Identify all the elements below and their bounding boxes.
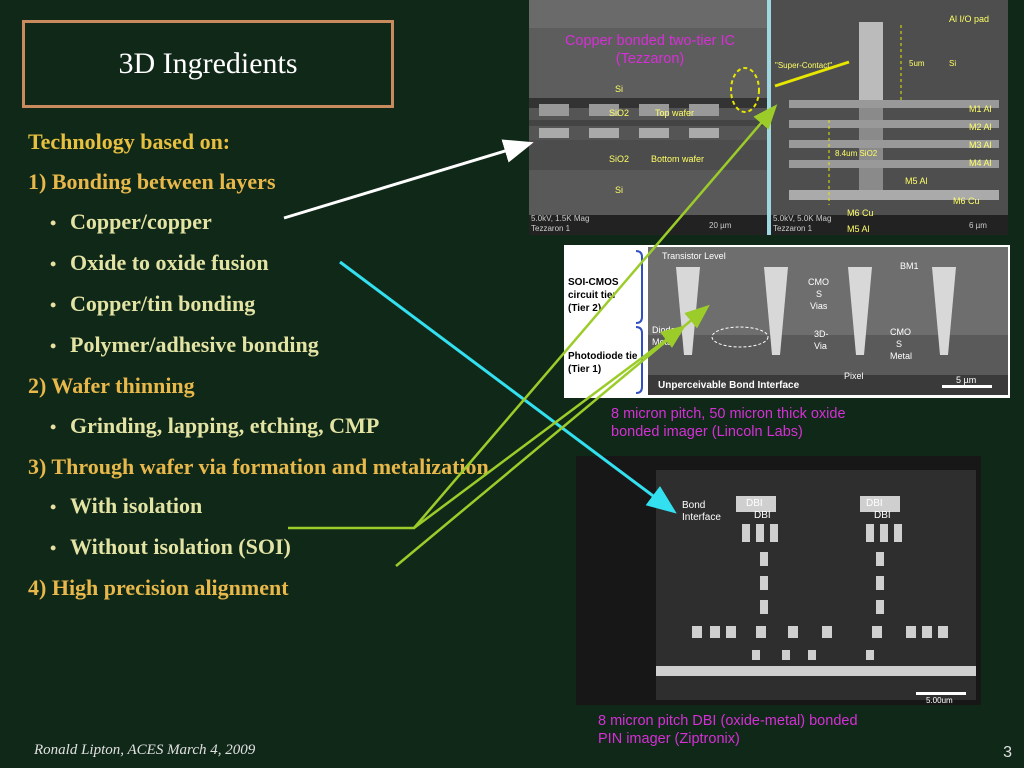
img2-label-3d-via: 3D- xyxy=(814,329,829,339)
img1-label-super-contact: "Super-Contact" xyxy=(775,61,832,70)
img1-sem-info: Tezzaron 1 xyxy=(773,224,813,233)
bullet-bonding: 1) Bonding between layers xyxy=(28,169,276,194)
caption-ziptronix: 8 micron pitch DBI (oxide-metal) bonded … xyxy=(598,713,858,747)
caption-tezzaron: Copper bonded two-tier IC (Tezzaron) xyxy=(564,33,736,67)
bullet-heading: Technology based on: xyxy=(28,129,231,154)
img1-scale: 20 µm xyxy=(709,221,732,230)
img2-label-soi: SOI-CMOS xyxy=(568,277,619,288)
img1-sem-info: 5.0kV, 1.5K Mag xyxy=(531,214,589,223)
footer-author: Ronald Lipton, ACES March 4, 2009 xyxy=(34,742,256,758)
bullet-dot-icon: • xyxy=(50,417,57,437)
bullet-thinning: 2) Wafer thinning xyxy=(28,373,195,398)
title-box: 3D Ingredients xyxy=(22,20,394,108)
img1-label-sio2: SiO2 xyxy=(609,108,629,118)
img3-label-bond: Bond xyxy=(682,500,705,511)
img2-label-cmos-metal: S xyxy=(896,339,902,349)
img2-scale: 5 µm xyxy=(956,375,976,385)
img1-label-al-pad: Al I/O pad xyxy=(949,14,989,24)
img2-label-cmos-vias: CMO xyxy=(808,277,829,287)
img1-label-m6: M6 Cu xyxy=(847,208,874,218)
img2-label-cmos-metal: Metal xyxy=(890,351,912,361)
bullet-via: 3) Through wafer via formation and metal… xyxy=(28,454,489,479)
img2-label-pixel: Pixel xyxy=(844,371,864,381)
bullet-dot-icon: • xyxy=(50,295,57,315)
img1-label-bottom-wafer: Bottom wafer xyxy=(651,154,704,164)
img1-label-m3: M3 Al xyxy=(969,140,992,150)
img1-label-8-4um: 8.4um SiO2 xyxy=(835,149,878,158)
img2-label-bond: Unperceivable Bond Interface xyxy=(658,380,800,391)
bullet-dot-icon: • xyxy=(50,254,57,274)
img2-label-tier1: (Tier 1) xyxy=(568,364,601,375)
img1-label-m2: M2 Al xyxy=(969,122,992,132)
img3-scale: 5.00um xyxy=(926,696,953,705)
img3-label-dbi: DBI xyxy=(754,510,771,521)
img2-label-transistor: Transistor Level xyxy=(662,251,726,261)
sub-bullet: •Copper/tin bonding xyxy=(28,284,498,325)
img1-label-si: Si xyxy=(615,84,623,94)
img3-label-dbi: DBI xyxy=(874,510,891,521)
sub-bullet: •Copper/copper xyxy=(28,202,498,243)
img1-label-m1: M1 Al xyxy=(969,104,992,114)
img1-label-si: Si xyxy=(615,185,623,195)
img1-label-m4: M4 Al xyxy=(969,158,992,168)
sub-bullet: •Grinding, lapping, etching, CMP xyxy=(28,406,498,447)
img2-label-tier2: (Tier 2) xyxy=(568,303,601,314)
bullet-dot-icon: • xyxy=(50,336,57,356)
sub-bullet: •Polymer/adhesive bonding xyxy=(28,325,498,366)
page-number: 3 xyxy=(1003,744,1012,761)
img1-label-si: Si xyxy=(949,59,956,68)
bullet-dot-icon: • xyxy=(50,497,57,517)
img1-label-5um: 5um xyxy=(909,59,925,68)
ziptronix-image: Bond Interface DBI DBI DBI DBI 5.00um xyxy=(576,456,981,705)
img1-label-m5: M5 Al xyxy=(905,176,928,186)
img1-label-sio2: SiO2 xyxy=(609,154,629,164)
bullet-alignment: 4) High precision alignment xyxy=(28,575,289,600)
img1-label-m6: M6 Cu xyxy=(953,196,980,206)
img3-label-dbi: DBI xyxy=(746,498,763,509)
sub-bullet: •With isolation xyxy=(28,486,498,527)
img1-label-top-wafer: Top wafer xyxy=(655,108,694,118)
img3-label-dbi: DBI xyxy=(866,498,883,509)
img1-scale: 6 µm xyxy=(969,221,987,230)
img2-label-3d-via: Via xyxy=(814,341,827,351)
lincoln-labs-image: SOI-CMOS circuit tier (Tier 2) Photodiod… xyxy=(564,245,1010,398)
sub-bullet: •Without isolation (SOI) xyxy=(28,527,498,568)
img2-label-circuit: circuit tier xyxy=(568,290,616,301)
img3-label-bond: Interface xyxy=(682,512,721,523)
img1-label-m5: M5 Al xyxy=(847,224,870,234)
img2-label-cmos-metal: CMO xyxy=(890,327,911,337)
img2-label-diode: Metal xyxy=(652,337,674,347)
img1-sem-info: 5.0kV, 5.0K Mag xyxy=(773,214,831,223)
sub-bullet: •Oxide to oxide fusion xyxy=(28,243,498,284)
slide-title: 3D Ingredients xyxy=(118,47,298,80)
img1-sem-info: Tezzaron 1 xyxy=(531,224,571,233)
img2-label-bm1: BM1 xyxy=(900,261,919,271)
img2-label-cmos-vias: Vias xyxy=(810,301,828,311)
img2-label-diode: Diode xyxy=(652,325,676,335)
bullet-dot-icon: • xyxy=(50,213,57,233)
bullet-list: Technology based on: 1) Bonding between … xyxy=(28,122,498,608)
img2-label-cmos-vias: S xyxy=(816,289,822,299)
caption-lincoln: 8 micron pitch, 50 micron thick oxide bo… xyxy=(611,406,846,440)
bullet-dot-icon: • xyxy=(50,538,57,558)
img2-label-photodiode: Photodiode tie xyxy=(568,351,638,362)
